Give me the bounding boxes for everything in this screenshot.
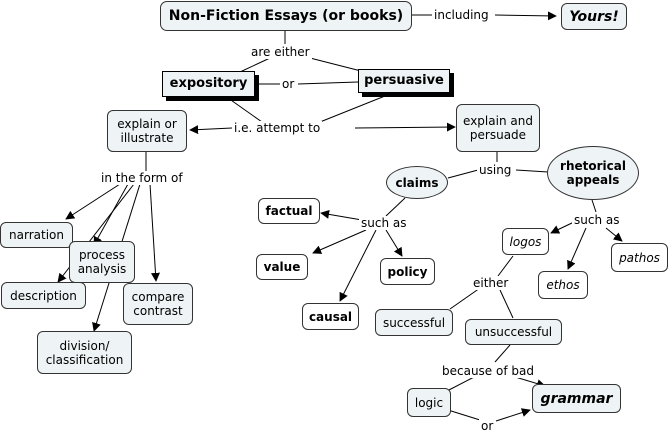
edge-suchas-causal: [339, 229, 377, 302]
node-explain-illustrate: explain or illustrate: [107, 110, 187, 152]
node-compare-contrast: compare contrast: [123, 283, 193, 325]
edge-or-persuasive: [297, 81, 359, 85]
node-explain-persuade: explain and persuade: [456, 104, 540, 152]
label-either: either: [471, 276, 511, 290]
node-nonfiction-essays: Non-Fiction Essays (or books): [160, 1, 412, 31]
node-rhetorical-appeals: rhetorical appeals: [547, 146, 639, 200]
node-factual: factual: [258, 198, 320, 224]
label-including: including: [432, 8, 491, 22]
label-or-top: or: [280, 77, 297, 91]
node-claims: claims: [386, 166, 448, 199]
edge-areeither-persuasive: [309, 57, 366, 73]
label-because-of-bad: because of bad: [440, 364, 536, 378]
edge-logos-either: [497, 255, 514, 277]
edge-suchas-pathos: [605, 227, 623, 242]
edge-persuasive-ie: [319, 91, 396, 123]
edge-inform-process: [93, 183, 129, 246]
edge-suchas-ethos: [567, 227, 587, 270]
label-ie-attempt-to: i.e. attempt to: [232, 121, 323, 135]
node-persuasive: persuasive: [358, 69, 450, 93]
node-logic: logic: [407, 388, 451, 417]
label-or-bottom: or: [479, 419, 496, 433]
node-ethos: ethos: [538, 271, 588, 299]
edge-using-claims: [447, 169, 479, 179]
node-description: description: [1, 282, 86, 309]
edge-unsuccessful-because: [494, 344, 511, 363]
edge-using-appeals: [515, 169, 549, 173]
edge-suchas-value: [312, 229, 367, 254]
node-logos: logos: [502, 228, 549, 255]
edge-logic-or: [447, 409, 481, 421]
node-grammar: grammar: [532, 384, 621, 413]
edge-because-logic: [446, 375, 477, 392]
label-such-as-claims: such as: [359, 216, 409, 230]
node-division-classification: division/ classification: [37, 331, 132, 374]
edge-suchas-logos: [550, 221, 575, 234]
node-unsuccessful: unsuccessful: [465, 319, 562, 345]
edge-ie-explainillustrate: [189, 125, 233, 135]
edge-including-yours: [494, 11, 557, 21]
label-using: using: [477, 163, 514, 177]
edge-inform-compare: [149, 183, 160, 282]
edge-inform-narration: [65, 183, 121, 220]
edge-suchas-policy: [385, 229, 403, 257]
edge-either-unsuccessful: [499, 289, 514, 319]
edge-appeals-suchas: [591, 199, 597, 213]
node-pathos: pathos: [611, 243, 668, 272]
node-value: value: [256, 254, 308, 280]
edge-or-grammar: [495, 408, 531, 422]
edge-claims-suchas: [385, 197, 406, 217]
node-causal: causal: [302, 303, 359, 330]
edge-areeither-expository: [239, 57, 271, 73]
edge-ie-explainpersuade: [354, 122, 456, 132]
label-such-as-appeals: such as: [572, 213, 622, 227]
node-expository: expository: [162, 71, 255, 97]
node-successful: successful: [375, 309, 453, 336]
node-process-analysis: process analysis: [69, 241, 135, 283]
node-narration: narration: [0, 222, 73, 248]
node-policy: policy: [380, 258, 435, 285]
label-in-the-form-of: in the form of: [99, 171, 185, 185]
edge-suchas-factual: [320, 209, 363, 221]
label-are-either: are either: [249, 45, 312, 59]
edge-either-successful: [449, 287, 481, 310]
node-yours: Yours!: [561, 3, 627, 30]
edge-expository-ie: [227, 97, 263, 123]
